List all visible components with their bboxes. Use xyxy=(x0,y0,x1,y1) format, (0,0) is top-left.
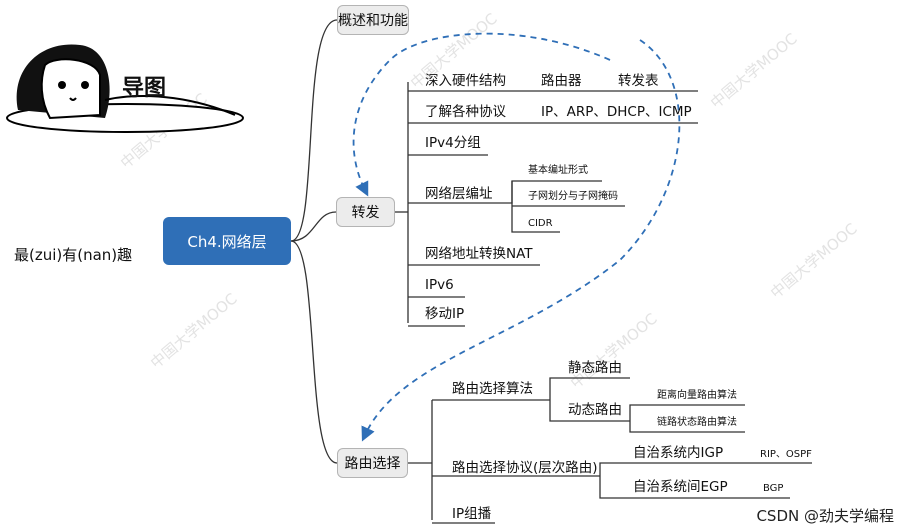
node-basic-addressing: 基本编址形式 xyxy=(528,165,588,176)
node-protocols: 了解各种协议 xyxy=(425,104,506,120)
node-mobile-ip: 移动IP xyxy=(425,306,465,322)
dashed-arrow-routing xyxy=(361,39,681,442)
branch-routing: 路由选择 xyxy=(337,448,408,478)
link-overview xyxy=(290,19,338,242)
node-routing-protocol: 路由选择协议(层次路由) xyxy=(452,460,598,476)
node-bgp: BGP xyxy=(763,483,784,494)
node-routing-algorithm: 路由选择算法 xyxy=(452,381,533,397)
node-ipv4-packet: IPv4分组 xyxy=(425,135,481,151)
caption-text: 最(zui)有(nan)趣 xyxy=(14,246,133,264)
footer-credit: CSDN @劲夫学编程 xyxy=(756,507,894,525)
node-ipv6: IPv6 xyxy=(425,277,454,293)
node-rip-ospf: RIP、OSPF xyxy=(760,449,812,460)
node-router: 路由器 xyxy=(541,73,582,89)
link-forwarding xyxy=(290,211,337,242)
dashed-arrow-forwarding xyxy=(352,32,611,197)
node-distance-vector: 距离向量路由算法 xyxy=(657,390,737,401)
node-protocol-list: IP、ARP、DHCP、ICMP xyxy=(541,104,692,120)
node-dynamic-routing: 动态路由 xyxy=(568,402,622,418)
node-link-state: 链路状态路由算法 xyxy=(657,417,737,428)
node-multicast: IP组播 xyxy=(452,506,492,522)
node-igp: 自治系统内IGP xyxy=(633,445,724,461)
cartoon-sticker xyxy=(6,44,244,133)
link-routing xyxy=(290,240,338,464)
central-topic: Ch4.网络层 xyxy=(163,217,291,265)
node-egp: 自治系统间EGP xyxy=(633,479,728,495)
node-subnetting: 子网划分与子网掩码 xyxy=(528,191,618,202)
sticker-text: 导图 xyxy=(122,76,167,101)
node-hardware: 深入硬件结构 xyxy=(425,73,506,89)
node-nat: 网络地址转换NAT xyxy=(425,246,533,262)
node-forwarding-table: 转发表 xyxy=(618,73,659,89)
node-cidr: CIDR xyxy=(528,218,553,229)
node-addressing: 网络层编址 xyxy=(425,186,493,202)
node-static-routing: 静态路由 xyxy=(568,360,622,376)
branch-forwarding: 转发 xyxy=(336,197,395,227)
branch-overview: 概述和功能 xyxy=(337,5,409,35)
